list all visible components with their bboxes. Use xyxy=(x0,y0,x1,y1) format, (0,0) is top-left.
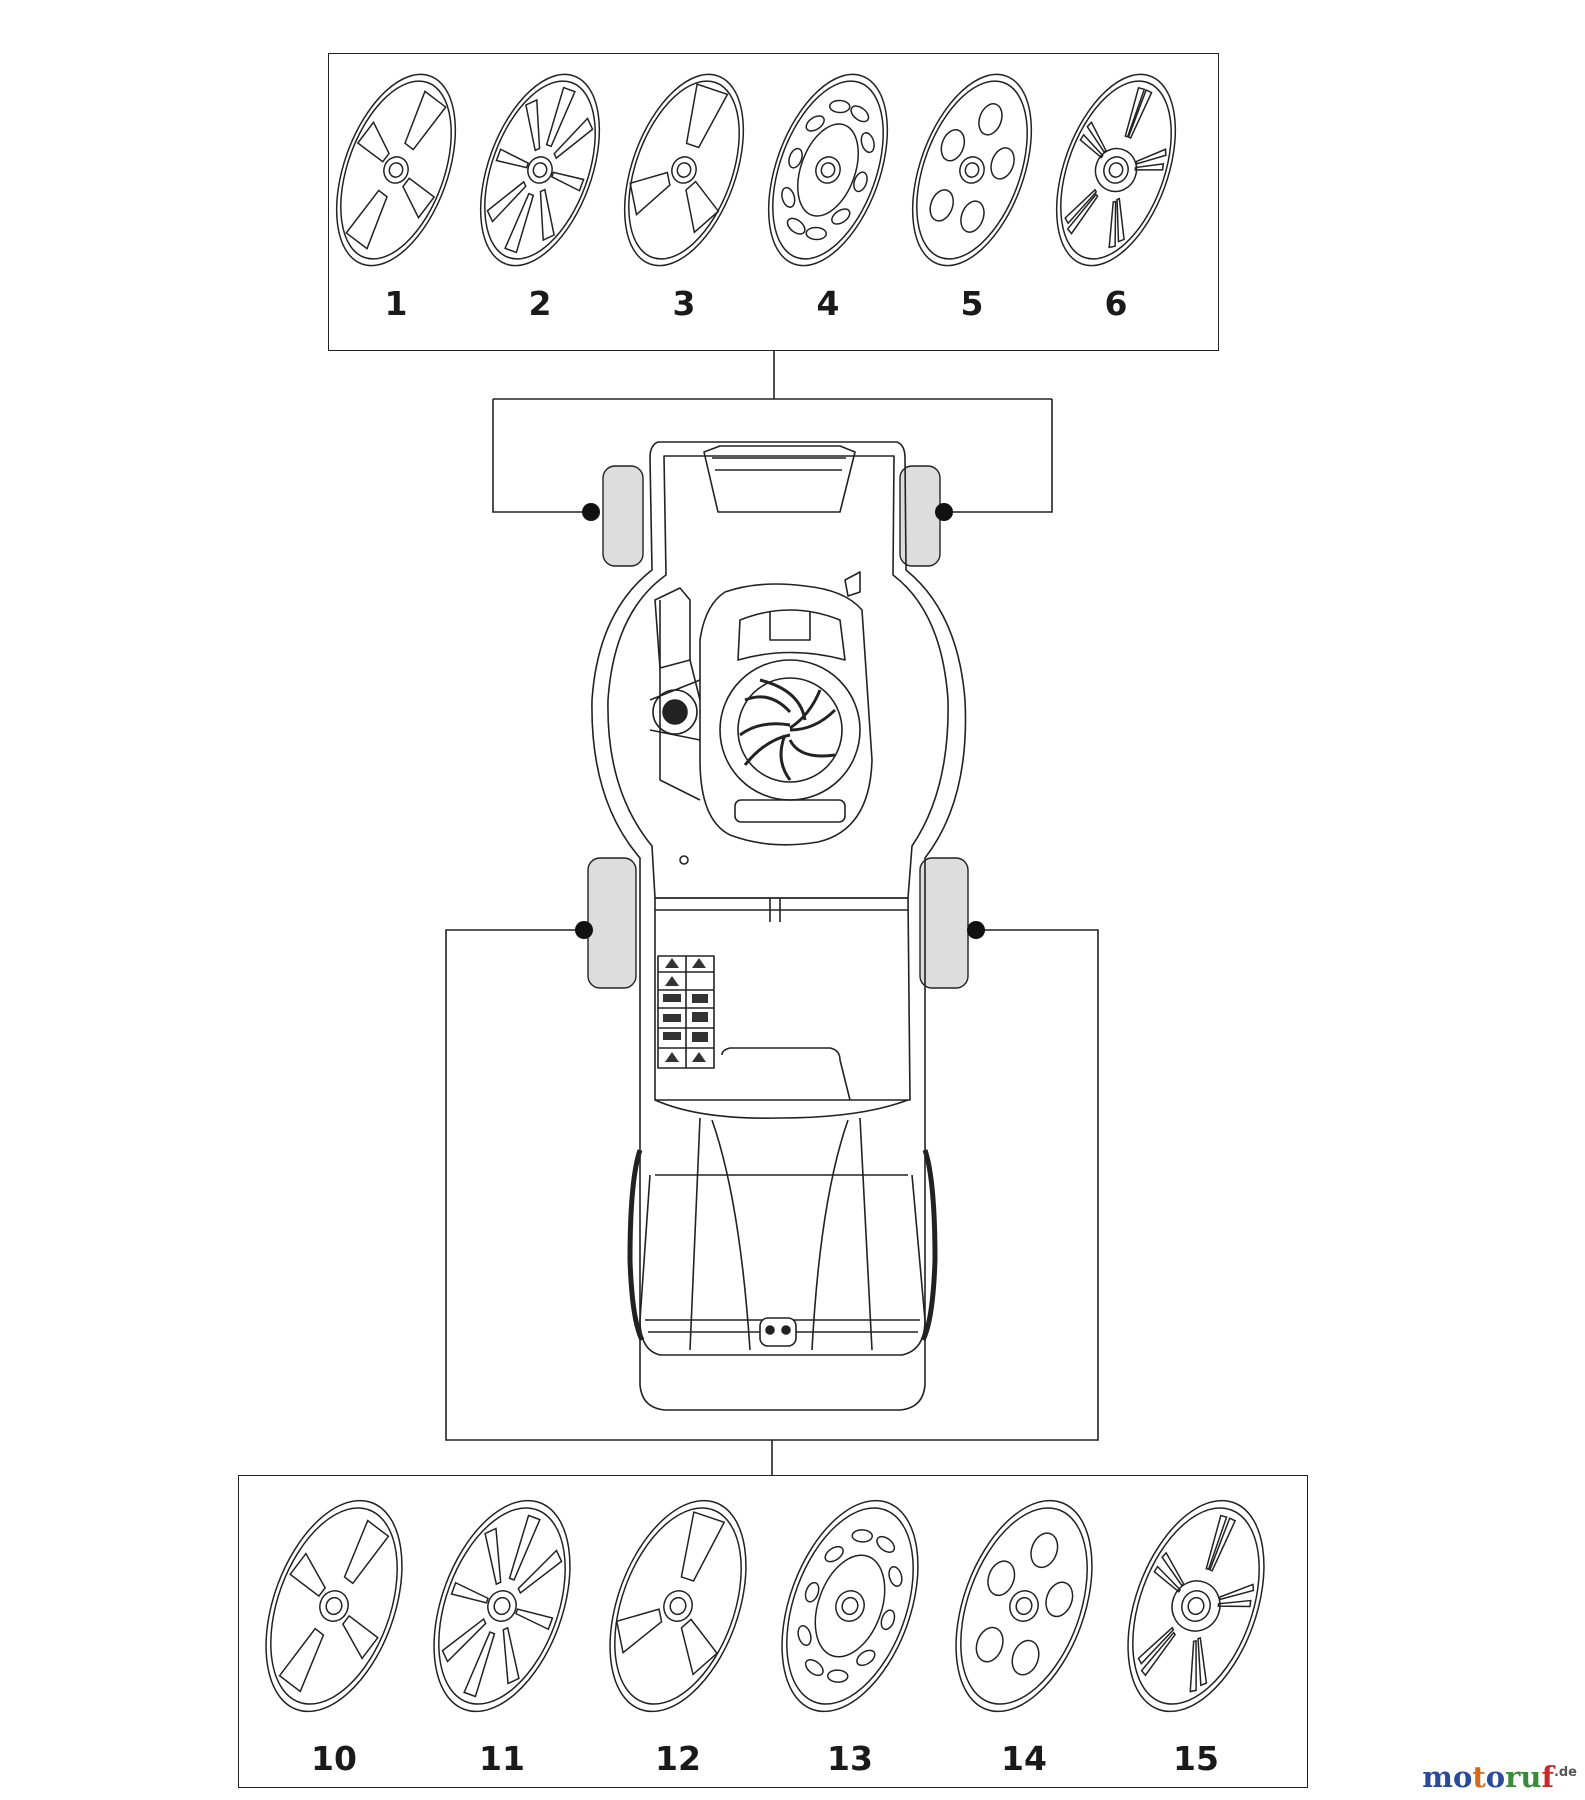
attach-dot xyxy=(582,503,600,521)
watermark-suffix: .de xyxy=(1553,1765,1577,1781)
part-number: 6 xyxy=(1104,284,1128,323)
wheel-cap-bottom-4 xyxy=(781,1499,919,1713)
part-number: 14 xyxy=(1001,1739,1047,1778)
watermark-letter: f xyxy=(1541,1760,1554,1794)
rear-left-wheel xyxy=(587,857,637,989)
wheel-cap-bottom-5 xyxy=(955,1499,1093,1713)
watermark-letter: t xyxy=(1472,1760,1486,1794)
wheel-cap-top-2 xyxy=(479,73,601,267)
part-number: 12 xyxy=(655,1739,701,1778)
front-left-wheel xyxy=(602,465,644,567)
part-number: 4 xyxy=(816,284,840,323)
engine xyxy=(649,571,873,865)
watermark-letter: u xyxy=(1520,1760,1542,1794)
top-wheel-cap-panel xyxy=(328,53,1219,351)
wheel-cap-top-3 xyxy=(623,73,745,267)
attach-dot xyxy=(967,921,985,939)
wheel-cap-bottom-3 xyxy=(609,1499,747,1713)
mower-body xyxy=(591,441,967,1411)
part-number: 11 xyxy=(479,1739,525,1778)
bottom-connector xyxy=(445,929,1099,1475)
wheel-cap-top-4 xyxy=(767,73,889,267)
watermark-letter: o xyxy=(1485,1760,1506,1794)
bottom-wheel-cap-panel xyxy=(238,1475,1308,1788)
part-number: 5 xyxy=(960,284,984,323)
top-connector xyxy=(492,351,1053,513)
wheel-cap-bottom-1 xyxy=(265,1499,403,1713)
part-number: 15 xyxy=(1173,1739,1219,1778)
part-number: 10 xyxy=(311,1739,357,1778)
attach-dot xyxy=(935,503,953,521)
part-number: 1 xyxy=(384,284,408,323)
part-number: 3 xyxy=(672,284,696,323)
watermark-letter: o xyxy=(1452,1760,1473,1794)
rear-right-wheel xyxy=(919,857,969,989)
attach-dot xyxy=(575,921,593,939)
part-number: 2 xyxy=(528,284,552,323)
watermark-letter: m xyxy=(1422,1760,1453,1794)
wheel-cap-bottom-2 xyxy=(433,1499,571,1713)
wheel-cap-top-6 xyxy=(1055,73,1177,267)
wheel-cap-top-1 xyxy=(335,73,457,267)
wheel-cap-top-5 xyxy=(911,73,1033,267)
motoruf-watermark: motoruf.de xyxy=(1422,1763,1577,1792)
watermark-letter: r xyxy=(1505,1760,1521,1794)
part-number: 13 xyxy=(827,1739,873,1778)
wheel-cap-bottom-6 xyxy=(1127,1499,1265,1713)
